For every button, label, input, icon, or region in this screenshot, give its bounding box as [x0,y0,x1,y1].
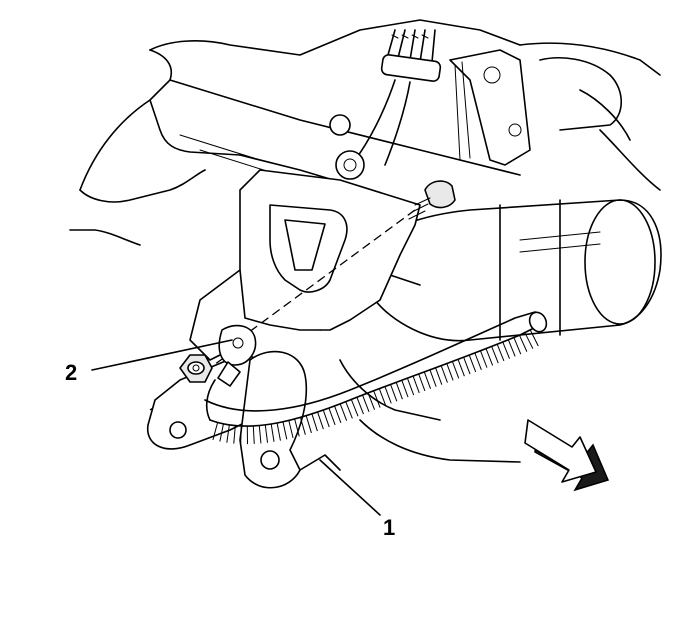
strap-braid-rib [299,417,306,435]
strap-braid-rib [373,390,381,408]
front-arrow-icon [524,419,610,492]
strap-braid-rib [305,415,312,434]
engine-block-outline [69,19,661,246]
strap-braid-rib [457,359,465,377]
strap-braid-rib [496,344,505,362]
strap-braid [212,329,539,445]
nut [179,354,213,383]
strap-braid-rib [378,388,387,406]
strap-braid-rib [345,401,353,419]
strap-braid-rib [502,341,510,359]
strap-braid-rib [480,350,488,368]
strap-braid-rib [474,352,482,370]
strap-braid-rib [468,354,477,373]
callout-1-leader [319,459,381,516]
strap-braid-rib [451,361,460,379]
strap-braid-rib [226,424,230,443]
strap-braid-rib [334,405,342,424]
strap-braid-rib [390,384,398,402]
strap-braid-rib [463,357,471,375]
strap-braid-rib [264,424,269,443]
strap-braid-rib [328,407,336,426]
strap-braid-rib [252,425,255,444]
strap-braid-rib [212,422,219,440]
strap-braid-rib [311,413,318,432]
strap-braid-rib [240,425,242,445]
strap-braid-rib [418,373,426,392]
strap-braid-rib [401,380,409,398]
strap-braid-rib [258,425,262,444]
starter-motor [319,199,662,463]
starter-bracket [189,169,421,361]
strap-braid-rib [294,418,300,437]
strap-braid-rib [524,332,534,349]
strap-braid-rib [435,367,443,385]
strap-braid-rib [519,335,528,352]
strap-braid-rib [233,425,236,444]
strap-braid-rib [507,339,516,357]
wiring-harness [329,29,531,180]
strap-braid-rib [367,392,376,410]
strap-braid-rib [485,348,494,366]
callout-2-label: 2 [65,360,77,385]
strap-braid-rib [513,337,522,355]
strap-braid-rib [406,377,415,396]
strap-braid-rib [491,346,499,364]
strap-braid-rib [276,422,281,441]
strap-braid-rib [429,369,437,387]
strap-braid-rib [395,382,403,400]
strap-braid-rib [288,420,294,439]
callout-2-leader [91,339,233,371]
strap-braid-rib [440,365,448,383]
strap-braid-rib [529,329,539,347]
strap-braid-rib [412,375,420,394]
strap-braid-rib [322,409,330,428]
strap-braid-rib [356,397,364,415]
lower-mount-plate [147,350,341,489]
strap-braid-rib [270,423,275,442]
strap-braid-rib [219,423,224,442]
strap-braid-rib [384,386,392,404]
callout-1-label: 1 [383,515,395,540]
strap-braid-rib [423,371,432,389]
strap-braid-rib [339,403,348,421]
strap-braid-rib [362,394,370,413]
strap-braid-rib [317,411,324,430]
strap-braid-rib [282,421,288,440]
strap-braid-rib [446,363,454,381]
ground-strap [204,311,548,445]
strap-braid-rib [350,399,359,417]
